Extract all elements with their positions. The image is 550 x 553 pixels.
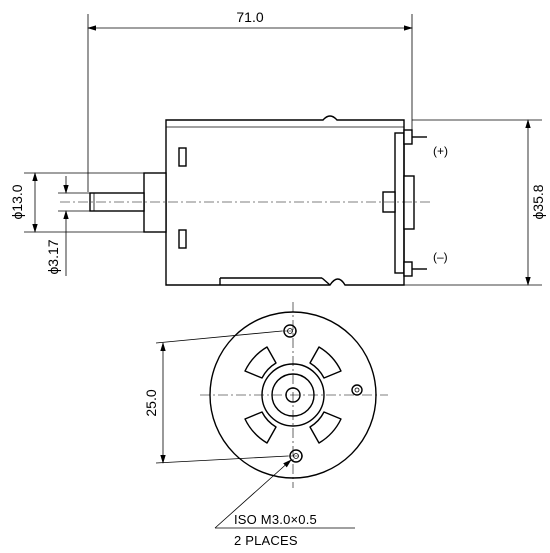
end-view-slot (244, 346, 277, 379)
terminal-negative-label: (–) (433, 250, 448, 264)
thread-note-spec: ISO M3.0×0.5 (234, 512, 317, 527)
body-diameter-label: ϕ35.8 (530, 184, 546, 219)
vent-hole (351, 384, 363, 396)
overall-length-label: 71.0 (236, 9, 263, 25)
vent-slot (178, 147, 187, 167)
rear-bearing-housing (403, 175, 415, 230)
terminal-negative (403, 261, 413, 277)
terminal-positive-label: (+) (433, 144, 448, 158)
hole-spacing-label: 25.0 (143, 389, 159, 416)
shaft-diameter-label: ϕ3.17 (45, 239, 61, 274)
end-view-slot (309, 346, 342, 379)
front-boss (143, 172, 167, 233)
boss-diameter-label: ϕ13.0 (9, 184, 25, 219)
vent-slot (178, 229, 187, 249)
terminal-positive (403, 129, 413, 145)
end-cap (394, 132, 405, 274)
motor-body (165, 115, 405, 286)
dimensions: 71.0 ϕ35.8 ϕ13.0 ϕ3.17 (9, 9, 546, 286)
hole-spacing-dimension: 25.0 (143, 330, 289, 464)
end-view-slot (244, 411, 277, 444)
thread-note: ISO M3.0×0.5 2 PLACES (214, 459, 355, 548)
side-view (60, 115, 430, 286)
end-view (200, 302, 388, 488)
thread-note-count: 2 PLACES (234, 533, 298, 548)
end-view-slot (309, 411, 342, 444)
